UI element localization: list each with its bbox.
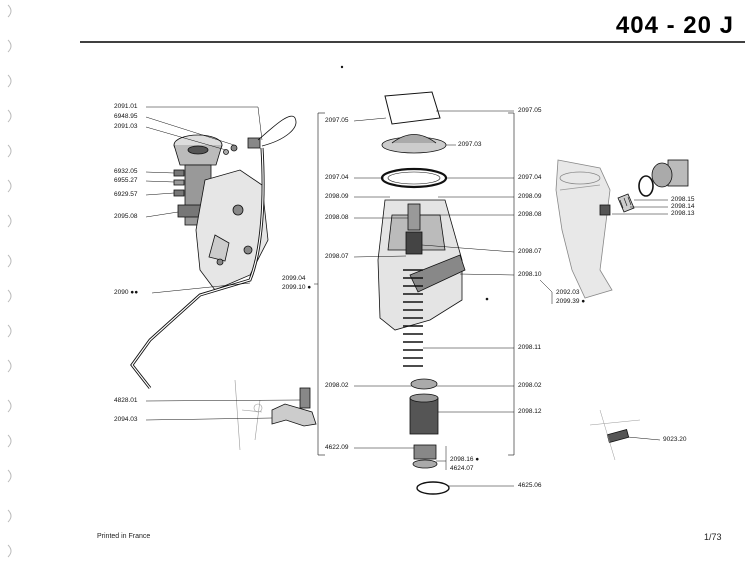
part-label-2098-07-right: 2098.07 [518,248,542,255]
part-label-2095-08: 2095.08 [114,213,138,220]
center-assembly [377,91,466,495]
part-label-2098-10: 2098.10 [518,271,542,278]
part-label-2091-01: 2091.01 [114,103,138,110]
part-label-4624-07: 4624.07 [450,465,474,472]
part-label-2098-14: 2098.14 [671,203,695,210]
part-label-2097-03: 2097.03 [458,141,482,148]
part-label-2098-13: 2098.13 [671,210,695,217]
part-label-2098-15: 2098.15 [671,196,695,203]
part-label-6932-05: 6932.05 [114,168,138,175]
part-label-9023-20: 9023.20 [663,436,687,443]
part-label-2098-12: 2098.12 [518,408,542,415]
part-label-2098-09-left: 2098.09 [325,193,349,200]
page-number: 1/73 [704,532,722,542]
part-label-2097-04-left: 2097.04 [325,174,349,181]
page-header: 404 - 20 J [616,12,734,40]
right-leaders [539,199,668,441]
right-assembly [555,159,689,461]
left-assembly [130,115,317,451]
left-leaders [145,106,301,421]
part-label-2097-05-left: 2097.05 [325,117,349,124]
part-label-4622-09: 4622.09 [325,444,349,451]
part-label-2098-08-right: 2098.08 [518,211,542,218]
part-label-2092-03: 2092.03 [556,289,580,296]
part-label-2099-04: 2099.04 [282,275,306,282]
part-label-2099-39: 2099.39 ● [556,298,586,305]
part-label-2098-07-left: 2098.07 [325,253,349,260]
binder-holes [7,4,12,558]
part-label-6929-57: 6929.57 [114,191,138,198]
part-label-2094-03: 2094.03 [114,416,138,423]
part-label-2098-08-left: 2098.08 [325,214,349,221]
part-label-2098-02-right: 2098.02 [518,382,542,389]
part-label-4625-06: 4625.06 [518,482,542,489]
section-code: 20 J [683,12,734,39]
part-label-6955-27: 6955.27 [114,177,138,184]
part-label-2098-16: 2098.16 ● [450,456,480,463]
part-label-2091-03: 2091.03 [114,123,138,130]
header-dash: - [666,12,676,39]
part-label-2098-11: 2098.11 [518,344,542,351]
part-label-6948-95: 6948.95 [114,113,138,120]
model-number: 404 [615,12,659,39]
part-label-2090: 2090 ●● [114,289,139,296]
part-label-2098-09-right: 2098.09 [518,193,542,200]
part-label-4828-01: 4828.01 [114,397,138,404]
part-label-2099-10: 2099.10 ● [282,284,312,291]
part-label-2098-02-left: 2098.02 [325,382,349,389]
printed-in-note: Printed in France [97,533,151,540]
center-leaders [314,110,515,487]
part-label-2097-05-right: 2097.05 [518,107,542,114]
part-label-2097-04-right: 2097.04 [518,174,542,181]
